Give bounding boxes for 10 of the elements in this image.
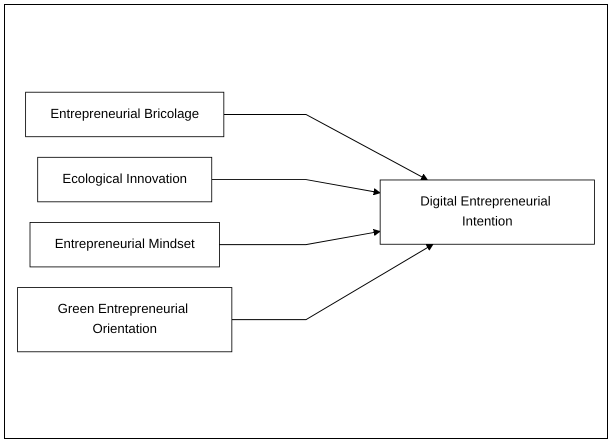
arrow	[223, 113, 428, 180]
arrow	[231, 243, 434, 320]
arrow	[211, 178, 380, 195]
node-box	[380, 179, 595, 244]
node-box	[17, 286, 232, 352]
node-box	[30, 222, 220, 267]
diagram-frame: Entrepreneurial Bricolage Ecological Innovation Entrepreneurial Mindset Green Entrepreneurial Orientation Digital Entrepreneurial Intention	[4, 4, 608, 439]
node-box	[37, 156, 212, 202]
node-box	[25, 91, 224, 137]
arrow	[218, 228, 380, 245]
